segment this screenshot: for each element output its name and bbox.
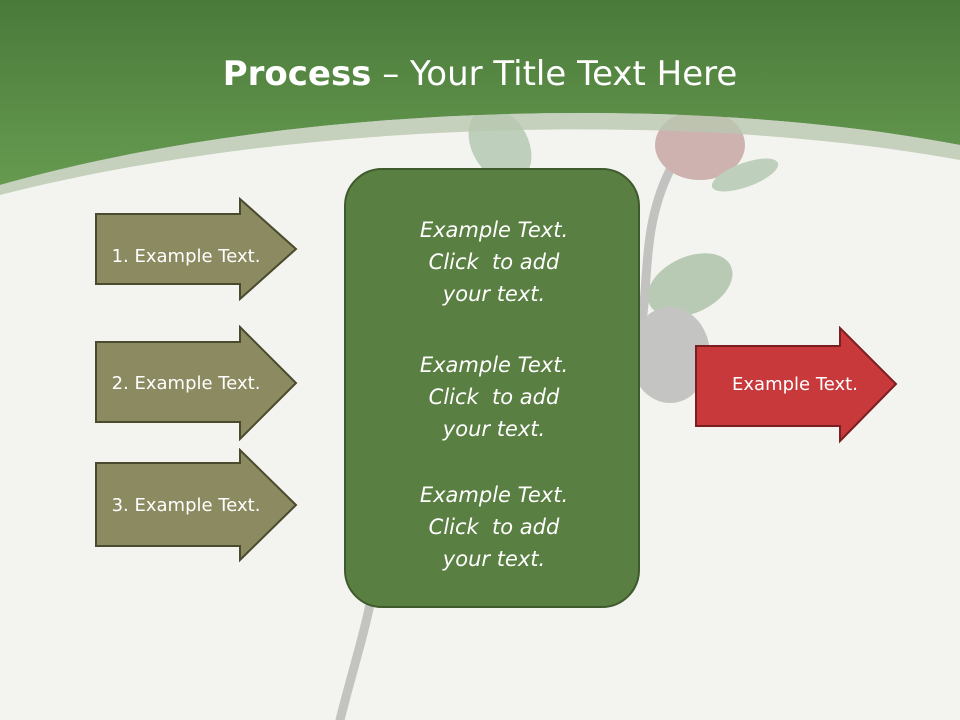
process-box: Example Text. Click to add your text. Ex… — [344, 168, 640, 608]
process-text-line: Example Text. — [419, 218, 569, 242]
slide-title: Process – Your Title Text Here — [0, 52, 960, 96]
process-text-block-1: Example Text. Click to add your text. — [346, 214, 642, 310]
process-text-line: Click to add — [428, 250, 560, 274]
input-arrow-2 — [95, 325, 298, 441]
process-text-line: Example Text. — [419, 353, 569, 377]
process-text-block-3: Example Text. Click to add your text. — [346, 479, 642, 575]
process-text-line: Example Text. — [419, 483, 569, 507]
process-text-line: your text. — [442, 547, 546, 571]
process-text-line: Click to add — [428, 385, 560, 409]
title-bold: Process — [222, 54, 372, 94]
input-arrow-3 — [95, 448, 298, 563]
process-text-block-2: Example Text. Click to add your text. — [346, 349, 642, 445]
input-arrow-1 — [95, 197, 298, 301]
process-text-line: your text. — [442, 282, 546, 306]
input-arrow-2-label: 2. Example Text. — [111, 372, 261, 394]
input-arrow-1-label: 1. Example Text. — [111, 245, 261, 267]
output-arrow — [695, 326, 898, 444]
process-text-line: Click to add — [428, 515, 560, 539]
input-arrow-3-label: 3. Example Text. — [111, 494, 261, 516]
process-text-line: your text. — [442, 417, 546, 441]
title-rest: – Your Title Text Here — [371, 54, 738, 94]
output-arrow-label: Example Text. — [732, 373, 858, 395]
